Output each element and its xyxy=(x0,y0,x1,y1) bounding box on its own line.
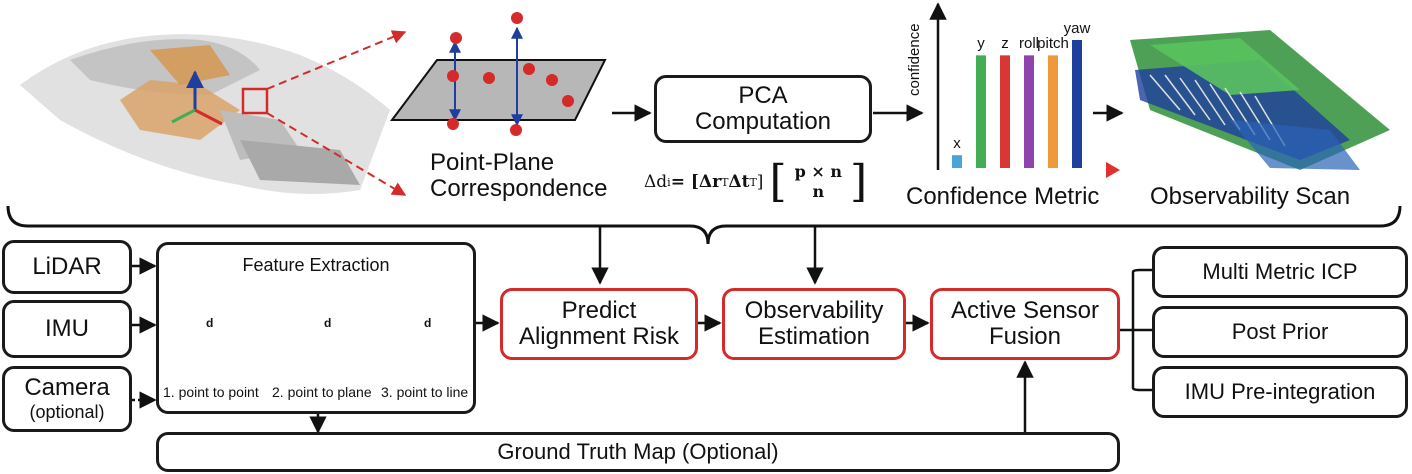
eq-lhs: Δd xyxy=(644,172,668,192)
bar-z xyxy=(1000,55,1010,168)
plane-illustration xyxy=(390,12,607,136)
feature-extraction-box: Feature Extraction xyxy=(156,242,476,414)
confidence-axis-label: confidence xyxy=(906,23,923,96)
p2plane-d-label: d xyxy=(324,316,332,330)
eq-close: ] xyxy=(756,172,764,192)
confidence-chart xyxy=(929,2,1120,178)
observability-estimation-box: Observability Estimation xyxy=(722,288,906,360)
point-to-line-caption: 3. point to line xyxy=(381,384,469,400)
camera-label: Camera xyxy=(24,374,110,401)
observability-scan-label: Observability Scan xyxy=(1150,183,1351,210)
eq-sub: i xyxy=(667,175,671,189)
point-to-plane-caption: 2. point to plane xyxy=(272,384,372,400)
lidar-box: LiDAR xyxy=(2,240,132,294)
p2line-d-label: d xyxy=(424,316,432,330)
camera-box: Camera (optional) xyxy=(2,366,132,432)
imu-box: IMU xyxy=(2,300,132,358)
bar-x xyxy=(952,155,962,168)
eq-sup: T xyxy=(721,175,729,189)
point-cloud-illustration xyxy=(20,30,407,196)
bar-label-x: x xyxy=(953,135,961,153)
feature-extraction-title: Feature Extraction xyxy=(242,255,390,275)
bar-pitch xyxy=(1048,55,1058,168)
ground-truth-map-box: Ground Truth Map (Optional) xyxy=(156,432,1120,472)
active-sensor-fusion-box: Active Sensor Fusion xyxy=(930,288,1120,360)
eq-t: Δt xyxy=(728,172,750,192)
point-to-point-caption: 1. point to point xyxy=(163,384,259,400)
bar-label-z: z xyxy=(1001,35,1009,53)
eq-vector: p × n n xyxy=(795,162,842,202)
pca-computation-box: PCA Computation xyxy=(654,75,872,143)
confidence-metric-label: Confidence Metric xyxy=(906,183,1100,210)
point-plane-label: Point-Plane Correspondence xyxy=(430,149,608,202)
eq-vec-top: p × n xyxy=(794,162,842,181)
bar-label-pitch: pitch xyxy=(1037,35,1069,53)
eq-vec-bottom: n xyxy=(812,182,825,201)
post-prior-box: Post Prior xyxy=(1152,306,1408,358)
bar-label-roll: roll xyxy=(1018,35,1040,53)
bar-y xyxy=(976,55,986,168)
bar-label-yaw: yaw xyxy=(1063,20,1091,37)
p2p-d-label: d xyxy=(206,316,214,330)
observability-scan-illustration xyxy=(1130,30,1390,170)
multi-metric-icp-box: Multi Metric ICP xyxy=(1152,246,1408,298)
bar-roll xyxy=(1024,55,1034,168)
eq-t-sup: T xyxy=(749,175,757,189)
predict-alignment-risk-box: Predict Alignment Risk xyxy=(500,288,698,360)
eq-rhs: = [Δr xyxy=(670,172,722,192)
imu-preintegration-box: IMU Pre-integration xyxy=(1152,366,1408,418)
camera-optional-note: (optional) xyxy=(29,402,105,422)
bar-label-y: y xyxy=(977,35,985,53)
bar-yaw xyxy=(1072,40,1082,168)
